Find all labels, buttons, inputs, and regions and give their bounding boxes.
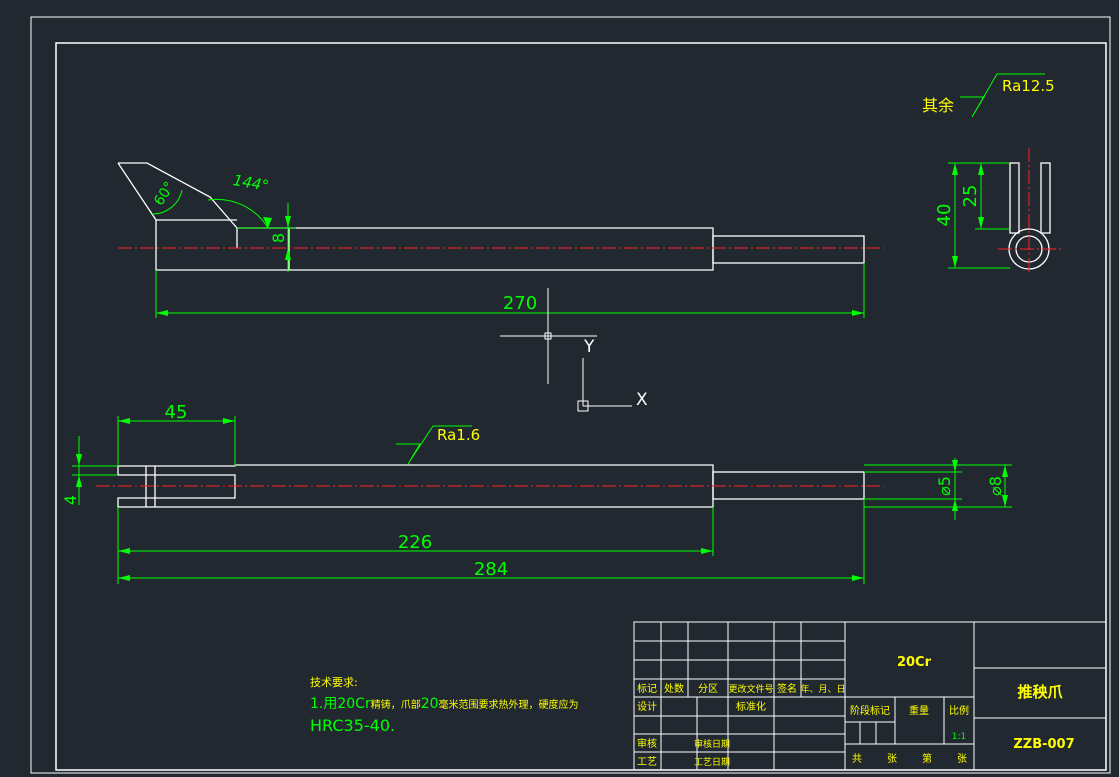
notes-mid: 精铸，爪部 — [371, 698, 421, 711]
ucs-y: Y — [583, 337, 595, 357]
dim-4: 4 — [61, 495, 80, 505]
tb-part-name: 推秧爪 — [1017, 683, 1063, 701]
arrow-5-bottom — [952, 499, 958, 511]
tb-col-mark: 标记 — [637, 683, 657, 695]
dim-25: 25 — [960, 185, 981, 208]
notes-line1: 1.用20Cr精铸，爪部20毫米范围要求热外理，硬度应为 — [310, 696, 579, 712]
tb-sheets: 张 — [887, 753, 897, 765]
notes-line2: HRC35-40. — [310, 716, 395, 735]
outer-frame — [30, 16, 1111, 774]
arrow-226-left — [118, 548, 130, 554]
tb-col-sign: 签名 — [777, 682, 797, 695]
dim-dia5: ⌀5 — [935, 476, 954, 496]
notes-number: 20 — [421, 696, 439, 712]
arrow-40-top — [952, 163, 958, 175]
tb-drawing-no: ZZB-007 — [1013, 737, 1074, 752]
tb-weight: 重量 — [909, 704, 929, 717]
shaft-front — [712, 235, 865, 264]
dim-dia8: ⌀8 — [986, 476, 1005, 496]
finish-symbol-rest — [960, 73, 1045, 118]
tb-total: 共 — [852, 753, 862, 765]
arc-60 — [151, 189, 183, 215]
arrow-8-bottom — [285, 248, 291, 260]
arrow-144 — [263, 217, 272, 228]
finish-rest-label: 其余 — [922, 96, 954, 115]
notes-material: 20Cr — [337, 696, 371, 712]
arrow-25-top — [978, 163, 984, 175]
angle-60: 60° — [151, 179, 178, 209]
tb-process: 工艺 — [637, 756, 657, 768]
finish-ra16: Ra1.6 — [437, 426, 480, 444]
arrow-5-top — [952, 460, 958, 472]
tb-col-zone: 分区 — [698, 683, 718, 695]
finish-symbol-16 — [396, 425, 472, 465]
tb-col-doc: 更改文件号 — [728, 683, 773, 695]
notes-rest: 毫米范围要求热外理，硬度应为 — [439, 698, 579, 711]
tb-col-date: 年、月、日 — [800, 683, 845, 695]
title-block-text: 20Cr 推秧爪 ZZB-007 标记 处数 分区 更改文件号 签名 年、月、日… — [637, 655, 1075, 768]
claw-profile — [117, 162, 714, 271]
tb-scale-value: 1:1 — [952, 732, 966, 742]
angle-144: 144° — [232, 171, 271, 195]
tb-process-date: 工艺日期 — [694, 757, 730, 768]
tb-stage: 阶段标记 — [850, 704, 890, 717]
tb-scale: 比例 — [949, 704, 969, 717]
dim-284: 284 — [474, 559, 508, 580]
technical-notes: 技术要求: 1.用20Cr精铸，爪部20毫米范围要求热外理，硬度应为 HRC35… — [310, 676, 579, 735]
tb-material: 20Cr — [897, 655, 932, 670]
notes-heading: 技术要求: — [310, 676, 358, 689]
arc-144 — [207, 198, 269, 229]
arrow-270-right — [852, 310, 864, 316]
ucs-icon: Y X — [500, 288, 648, 412]
side-plate-right — [1040, 162, 1051, 234]
notes-prefix: 1.用 — [310, 696, 337, 712]
tb-review: 审核 — [637, 737, 657, 750]
dim-40: 40 — [934, 204, 955, 227]
arrow-284-right — [852, 575, 864, 581]
arrow-dia8-top — [1002, 465, 1008, 477]
inner-frame — [55, 42, 1107, 771]
arrow-4-bottom — [76, 475, 82, 487]
arrow-284-left — [118, 575, 130, 581]
top-view[interactable]: 45 Ra1.6 4 226 284 ⌀5 — [61, 402, 1012, 584]
arrow-25-bottom — [978, 217, 984, 229]
dim-45: 45 — [165, 402, 188, 423]
arrow-270-left — [156, 310, 168, 316]
arrow-8-top — [285, 216, 291, 228]
tb-page: 第 — [922, 752, 932, 765]
dim-8: 8 — [269, 233, 288, 243]
arrow-226-right — [701, 548, 713, 554]
dim-226: 226 — [398, 532, 432, 553]
arrow-4-top — [76, 454, 82, 466]
front-view[interactable]: 270 8 60° 144° — [117, 162, 884, 318]
arrow-40-bottom — [952, 256, 958, 268]
dim-270: 270 — [503, 293, 537, 314]
arrow-45-left — [118, 418, 130, 424]
side-view[interactable]: 40 25 — [934, 148, 1062, 275]
finish-ra125: Ra12.5 — [1002, 77, 1055, 95]
tb-standard: 标准化 — [736, 700, 766, 713]
tb-col-count: 处数 — [664, 682, 684, 695]
general-finish: 其余 Ra12.5 — [922, 73, 1055, 118]
tb-review-date: 审核日期 — [694, 738, 730, 750]
side-plate-left — [1009, 162, 1020, 234]
ucs-x: X — [636, 390, 648, 410]
tb-page-unit: 张 — [957, 753, 967, 765]
tb-design: 设计 — [637, 700, 657, 713]
title-block — [633, 621, 1107, 771]
arrow-dia8-bottom — [1002, 495, 1008, 507]
arrow-45-right — [223, 418, 235, 424]
